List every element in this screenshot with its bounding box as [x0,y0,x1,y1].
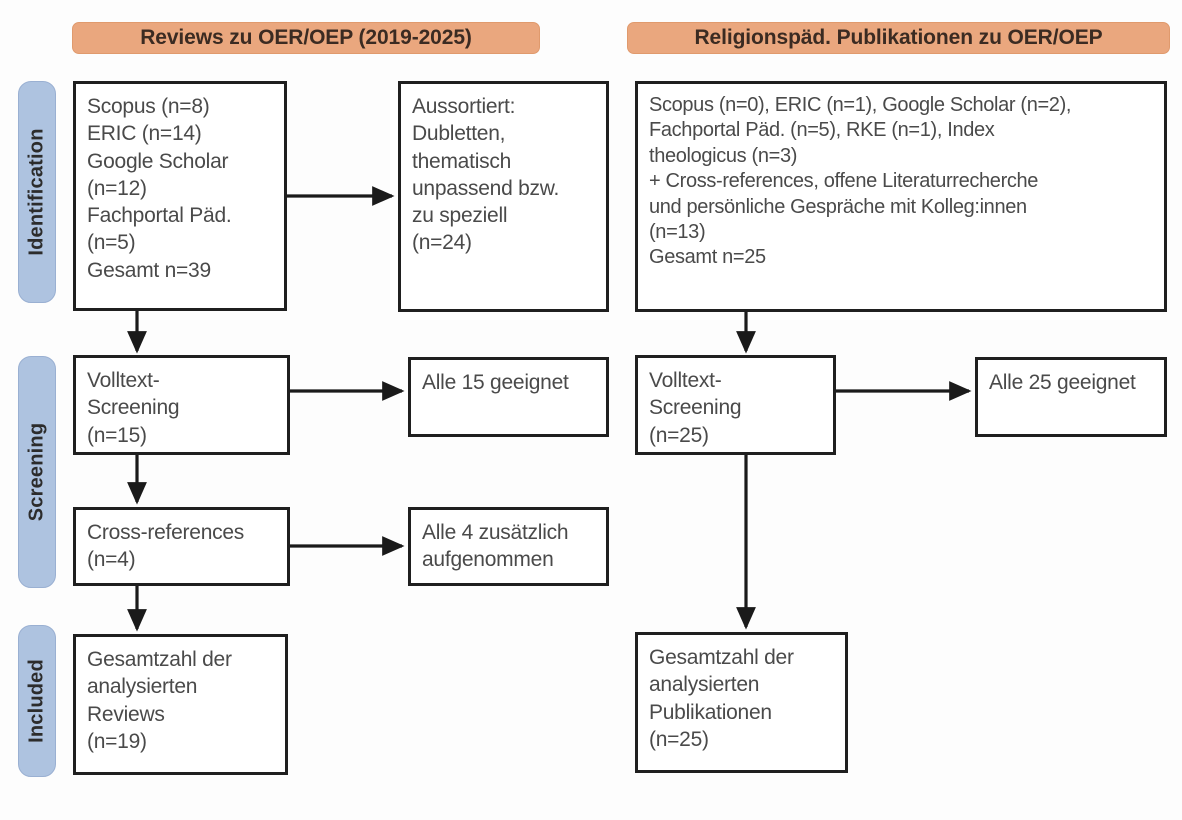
box-right-all-suitable-text: Alle 25 geeignet [989,371,1136,394]
box-left-included-total-text: Gesamtzahl der analysierten Reviews (n=1… [87,648,232,753]
stage-pill-included: Included [18,625,56,777]
box-right-fulltext-screening-text: Volltext- Screening (n=25) [649,369,742,447]
column-header-religionspaed: Religionspäd. Publikationen zu OER/OEP [627,22,1170,54]
box-left-included-total: Gesamtzahl der analysierten Reviews (n=1… [73,634,288,775]
column-header-reviews-text: Reviews zu OER/OEP (2019-2025) [140,26,472,49]
box-left-fulltext-screening-text: Volltext- Screening (n=15) [87,369,180,447]
box-left-excluded-text: Aussortiert: Dubletten, thematisch unpas… [412,95,560,255]
box-right-included-total-text: Gesamtzahl der analysierten Publikatione… [649,646,794,751]
box-left-all-added-text: Alle 4 zusätzlich aufgenommen [422,521,569,572]
column-header-reviews: Reviews zu OER/OEP (2019-2025) [72,22,540,54]
box-left-identification-sources-text: Scopus (n=8) ERIC (n=14) Google Scholar … [87,95,232,282]
box-left-all-suitable: Alle 15 geeignet [408,357,609,437]
column-header-religionspaed-text: Religionspäd. Publikationen zu OER/OEP [694,26,1103,49]
box-left-fulltext-screening: Volltext- Screening (n=15) [73,355,290,455]
stage-label-included: Included [25,659,48,743]
box-right-identification-sources-text: Scopus (n=0), ERIC (n=1), Google Scholar… [649,94,1072,269]
box-left-excluded: Aussortiert: Dubletten, thematisch unpas… [398,81,609,312]
box-right-all-suitable: Alle 25 geeignet [975,357,1167,437]
stage-label-identification: Identification [25,128,48,256]
box-right-identification-sources: Scopus (n=0), ERIC (n=1), Google Scholar… [635,81,1167,312]
stage-label-screening: Screening [25,422,48,522]
box-right-included-total: Gesamtzahl der analysierten Publikatione… [635,632,848,773]
box-left-cross-references-text: Cross-references (n=4) [87,521,245,572]
box-left-cross-references: Cross-references (n=4) [73,507,290,586]
box-left-all-suitable-text: Alle 15 geeignet [422,371,569,394]
box-left-all-added: Alle 4 zusätzlich aufgenommen [408,507,609,586]
stage-pill-screening: Screening [18,356,56,588]
box-right-fulltext-screening: Volltext- Screening (n=25) [635,355,836,455]
box-left-identification-sources: Scopus (n=8) ERIC (n=14) Google Scholar … [73,81,287,311]
stage-pill-identification: Identification [18,81,56,303]
